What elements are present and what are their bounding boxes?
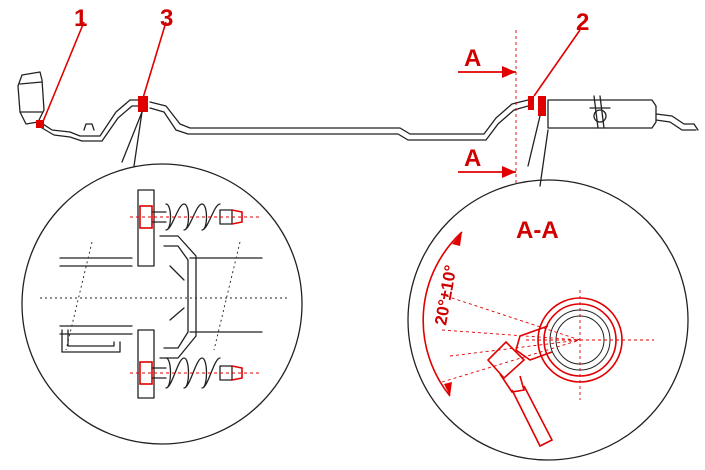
angle-tolerance-label: 20°±10° — [431, 263, 460, 326]
callout-2-label: 2 — [576, 9, 589, 36]
section-arrow-top-label: A — [464, 45, 481, 72]
clamp-2-marker — [528, 96, 546, 116]
callout-1-label: 1 — [74, 5, 87, 32]
callout-2: 2 — [533, 9, 589, 97]
section-view-title: A-A — [516, 217, 559, 244]
exhaust-pipe-assembly — [17, 71, 699, 142]
callout-1: 1 — [41, 5, 87, 125]
detail-view-clamp-3 — [21, 111, 303, 445]
section-arrow-bottom-label: A — [464, 145, 481, 172]
section-cut-line: A A — [458, 30, 517, 186]
section-view-a-a: A-A 20°±10° — [407, 115, 689, 461]
clamp-1-marker — [36, 120, 44, 128]
callout-3-label: 3 — [160, 5, 173, 32]
clamp-3-marker — [138, 96, 148, 112]
callout-3: 3 — [142, 5, 173, 99]
